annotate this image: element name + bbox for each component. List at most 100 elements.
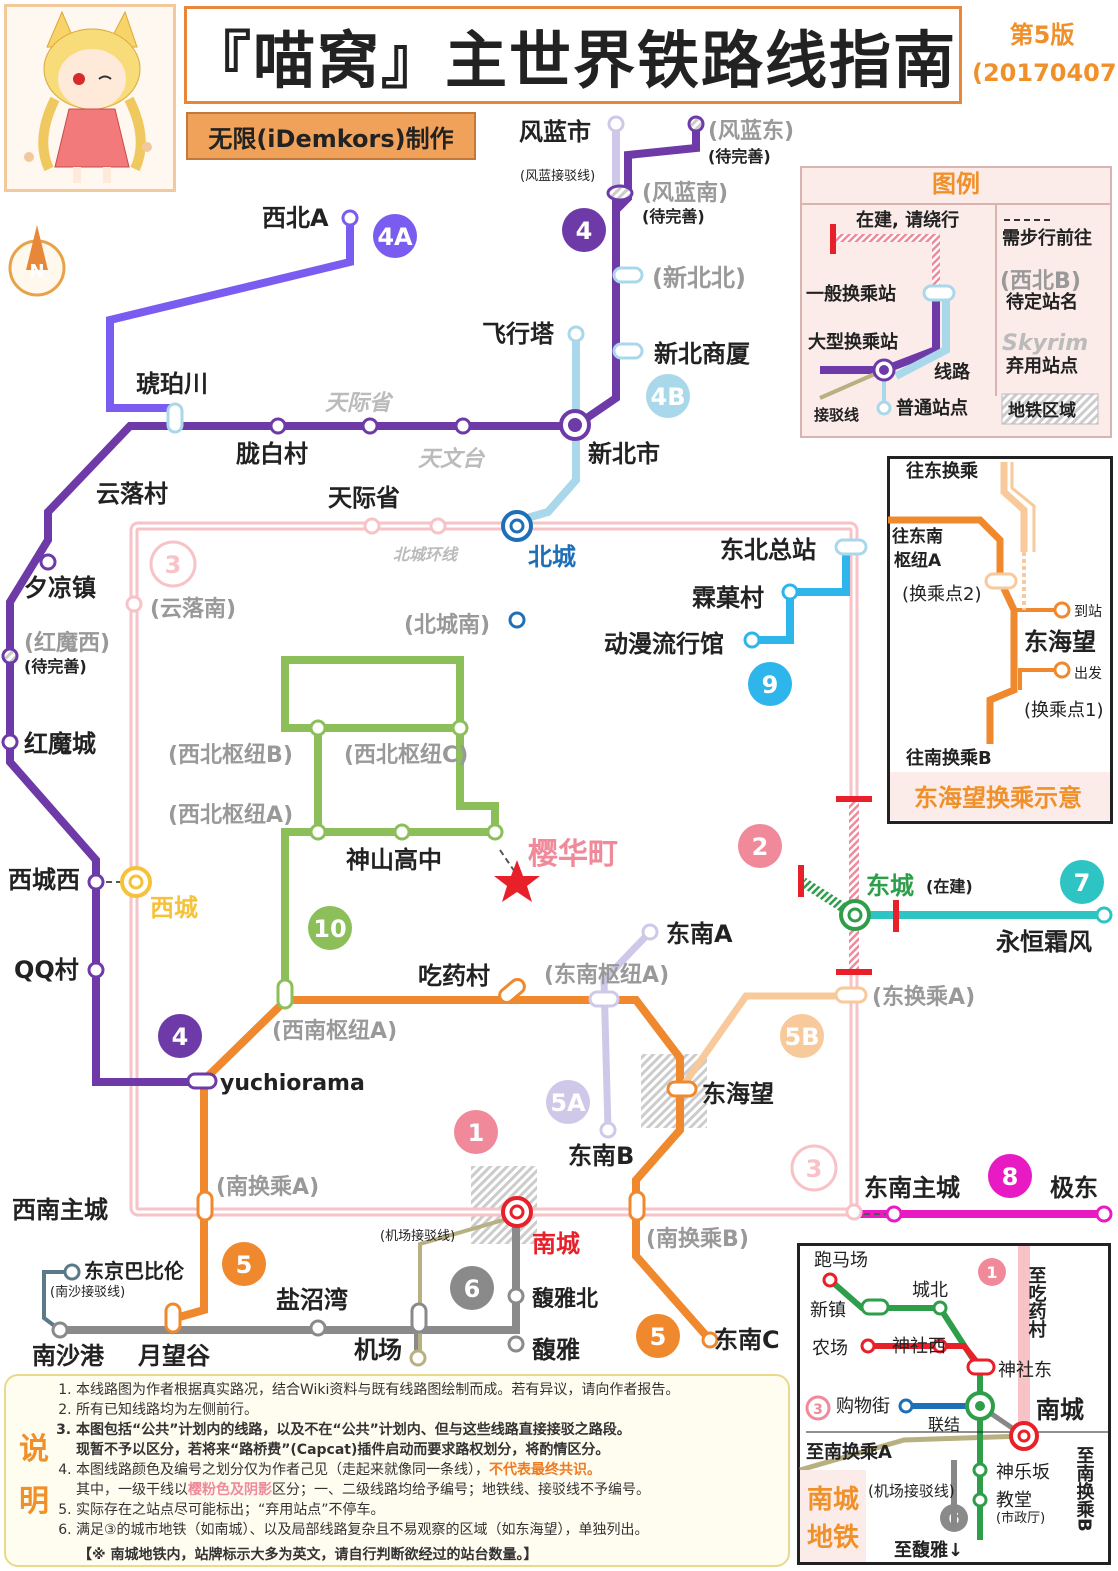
note-item: 本线路图为作者根据真实路况，结合Wiki资料与既有线路图绘制而成。若有异议，请向… [76,1380,796,1400]
station-label: (红魔西) [24,630,110,656]
line-badge-label: 3 [806,1155,823,1183]
line-badge-circle [978,1258,1006,1286]
station-label: 南城 [532,1230,580,1258]
note-text: 樱粉色及阴影 [188,1482,272,1498]
legend-item: 地铁区域 [1008,400,1076,421]
station-label: 西南主城 [12,1196,108,1224]
inset-label: 往南换乘B [906,747,992,769]
line-5A [600,929,653,1131]
station-label: 北城 [528,543,576,571]
station-label: yuchiorama [220,1071,365,1096]
metro-station: 农场 [812,1338,848,1359]
metro-station: 神社西 [892,1336,946,1357]
station-label: 西城 [150,894,198,922]
line-4 [5,125,620,1086]
legend-item: 需步行前往 [1002,227,1092,249]
station-label: 飞行塔 [482,320,555,348]
notes-header: 说明 [19,1432,49,1519]
edition-date: (20170407) [972,59,1118,87]
metro-title: 地铁 [807,1522,859,1553]
note-text: 区分；一、二级线路均给予编号；地铁线、接驳线不予编号。 [272,1482,650,1498]
edition-info: 第5版 (20170407) [972,16,1118,92]
line-5 [174,996,714,1343]
compass-label: N [29,261,44,282]
line-badge-circle [1060,860,1104,904]
station-label: 吃药村 [418,962,490,990]
line-4A [106,218,354,412]
station-label: 东南主城 [864,1174,960,1202]
station-label: 机场 [354,1336,402,1364]
line-badge-label: 4 [576,217,593,245]
station-label: 东北总站 [720,536,816,564]
line-badge-circle [546,1080,590,1124]
construction-bars [798,796,899,975]
station-note: (在建) [926,877,973,896]
major-stations [120,409,871,1228]
line-badge-label: 5A [550,1089,586,1117]
star-icon [494,860,540,902]
line-badge-label: 8 [1002,1163,1019,1191]
metro-station: (机场接驳线) [868,1482,955,1500]
spur-label: (机场接驳线) [380,1228,455,1244]
station-label: QQ村 [14,956,79,984]
line-badge-circle [454,1110,498,1154]
station-label: 胧白村 [236,440,308,468]
station-label: 南沙港 [32,1342,105,1370]
station-label: 新北市 [588,440,660,468]
metro-station: 跑马场 [814,1250,868,1271]
station-label: (新北北) [652,264,746,292]
metro-station: 神社东 [998,1360,1052,1381]
metro-station: 城北 [912,1280,948,1301]
line-3-ring [129,521,859,1217]
line-badge-circle [790,1144,838,1192]
line-badge-circle [738,824,782,868]
map-title: 『喵窝』主世界铁路线指南 [188,24,957,97]
station-label: 天际省 [328,484,400,512]
line-5B [677,992,850,1093]
note-text: 现暂不予以区分，若将来“路桥费”(Capcat)插件启动而要求路权划分，将酌情区… [76,1442,610,1458]
line-badge-circle [149,540,197,588]
metro-station: 教堂 [996,1490,1032,1511]
station-label: (西北枢纽A) [168,802,293,828]
station-label: (风蓝东) [708,118,794,144]
line-badge-label: 4A [377,223,413,251]
metro-direction: 至南换乘A [806,1441,892,1463]
inset-title: 东海望换乘示意 [914,784,1082,812]
inset-label: 往东南 [892,526,943,547]
station-label: (云落南) [150,597,236,622]
legend-item: 接驳线 [814,406,859,424]
author-credit: 无限(iDemkors)制作 [186,112,476,160]
spur-label: (南沙接驳线) [50,1284,125,1300]
legend-item: 在建, 请绕行 [856,209,959,231]
station-markers [1,115,1113,1367]
station-label: 动漫流行馆 [604,630,724,658]
station-label: 极东 [1050,1174,1098,1202]
station-label: 东京巴比伦 [84,1259,185,1283]
line-badge-circle [748,662,792,706]
notes-list: 本线路图为作者根据真实路况，结合Wiki资料与既有线路图绘制而成。若有异议，请向… [58,1380,796,1540]
line-badge-label: 4B [651,383,686,411]
station-label: 月望谷 [137,1342,211,1370]
legend-panel [800,166,1112,438]
line-badge-label: 5 [650,1323,667,1351]
inset-nancheng-diagram: 跑马场 城北 新镇 农场 神社西 神社东 3 购物街 联结 南城 至吃药村 至南… [799,1246,1110,1562]
metro-station: (市政厅) [996,1510,1045,1526]
station-label: (西北枢纽B) [168,742,293,768]
station-label: (北城南) [404,612,490,638]
station-label: 琥珀川 [136,370,208,398]
line-badge-label: 4 [172,1023,189,1051]
station-label: 东南C [714,1326,780,1354]
station-label: (西南枢纽A) [272,1018,397,1044]
legend-item: (西北B) [1000,269,1081,294]
line-badge-label: 1 [986,1263,997,1282]
legend-item: 大型换乘站 [808,331,898,353]
line-3-construction [849,800,859,970]
legend-item: 弃用站点 [1006,355,1078,377]
compass-icon: N [8,225,66,297]
legend-item: Skyrim [1002,331,1088,356]
station-label: (南换乘B) [646,1226,749,1252]
inset-label: (换乘点2) [902,584,982,605]
spur-label: (风蓝接驳线) [520,168,595,184]
